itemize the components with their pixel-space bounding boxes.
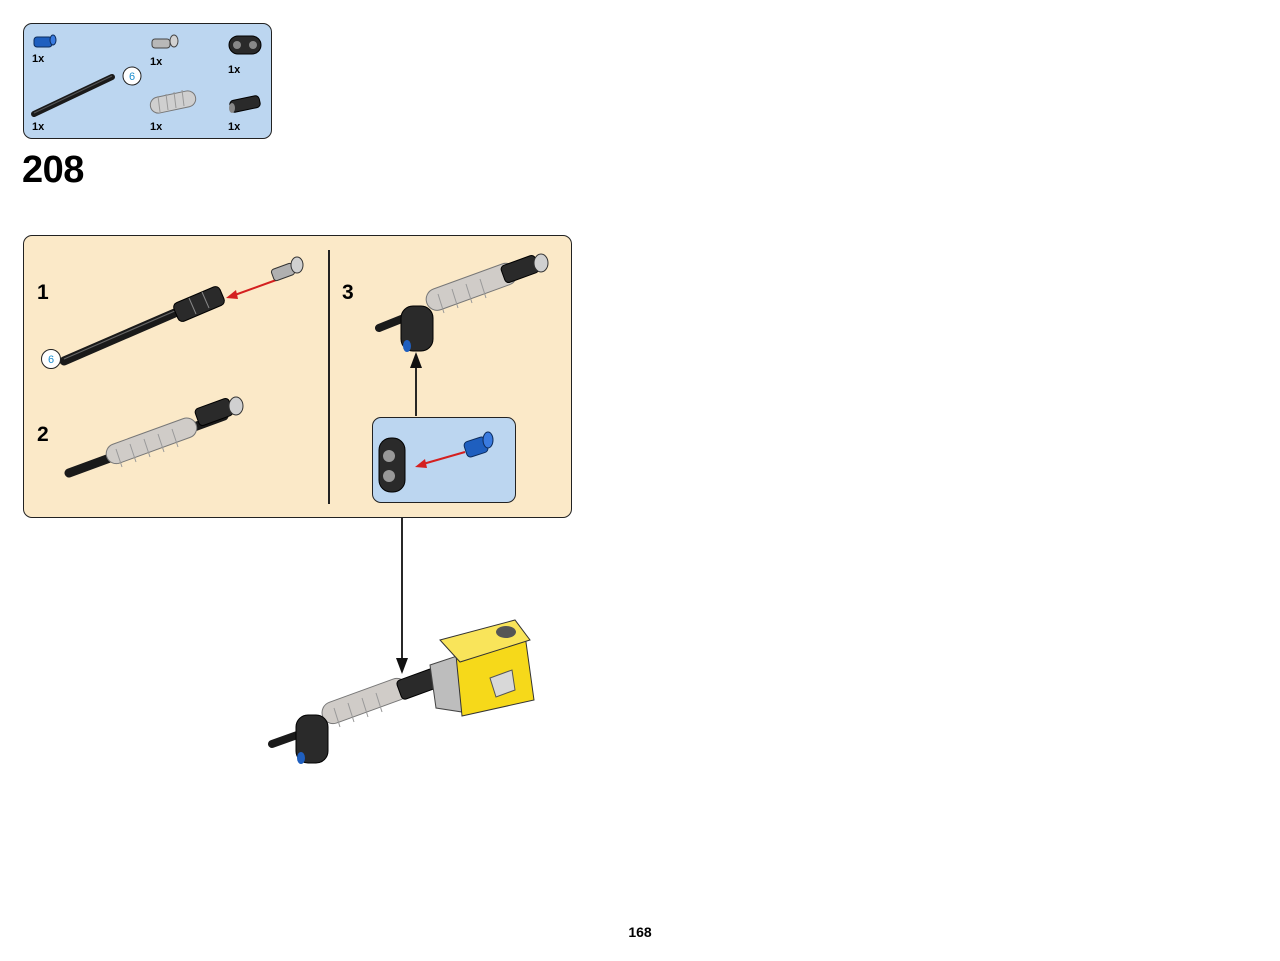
axle-length-badge — [41, 349, 61, 369]
qty-label: 1x — [150, 56, 163, 68]
page-number: 168 — [628, 924, 652, 940]
callout-illustration — [378, 431, 494, 493]
substep-2-assembly — [64, 396, 244, 478]
blue-axle-pin-icon — [33, 34, 57, 48]
badge-text-layer: 6 — [129, 71, 135, 83]
substep-panel: 1 2 3 6 — [23, 235, 572, 518]
substep-number-2: 2 — [37, 423, 49, 446]
black-axle-icon — [31, 74, 115, 117]
qty-label: 1x — [228, 64, 241, 76]
parts-illustrations — [31, 34, 262, 117]
parts-list-panel: 1x 1x 1x 1x 1x 1x 6 — [23, 23, 272, 139]
substep-divider — [328, 250, 330, 504]
substep-1-assembly: 6 — [41, 256, 304, 369]
step-number: 208 — [22, 149, 84, 191]
black-axle-connector-icon — [229, 95, 261, 113]
substep-number-1: 1 — [37, 281, 49, 304]
axle-length-badge-text: 6 — [129, 71, 135, 83]
black-beam-icon — [228, 35, 262, 55]
substep-illustrations: 6 — [41, 253, 549, 478]
callout-box — [372, 417, 516, 503]
qty-label: 1x — [32, 121, 45, 133]
final-model — [268, 619, 535, 764]
substep-number-3: 3 — [342, 281, 354, 304]
axle-length-badge-text: 6 — [48, 354, 54, 366]
qty-label: 1x — [32, 53, 45, 65]
gray-axle-pin-icon — [151, 34, 179, 49]
gray-flex-tube-icon — [149, 89, 197, 114]
qty-label: 1x — [228, 121, 241, 133]
substep-3-assembly — [375, 253, 549, 352]
qty-label: 1x — [150, 121, 163, 133]
axle-length-badge — [122, 66, 142, 86]
